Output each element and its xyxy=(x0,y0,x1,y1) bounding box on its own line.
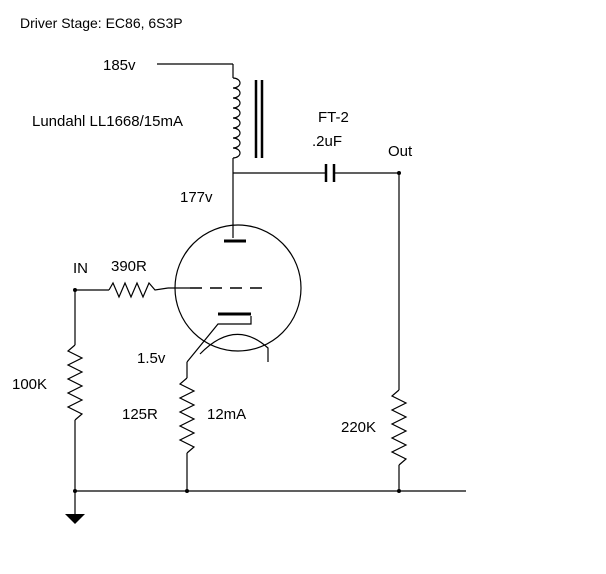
capacitor-value-label: .2uF xyxy=(312,133,342,150)
capacitor-type-label: FT-2 xyxy=(318,109,349,126)
ground-icon xyxy=(65,514,85,524)
input-label: IN xyxy=(73,260,88,277)
cathode-resistor xyxy=(178,377,196,454)
output-label: Out xyxy=(388,143,413,160)
transformer-coil xyxy=(232,77,241,159)
supply-voltage-label: 185v xyxy=(103,57,136,74)
gridleak-label: 100K xyxy=(12,376,47,393)
grid-resistor xyxy=(108,281,169,299)
output-resistor xyxy=(390,389,408,466)
plate-voltage-label: 177v xyxy=(180,189,213,206)
ground-node xyxy=(73,489,77,493)
grid-resistor-label: 390R xyxy=(111,258,147,275)
cathode-lead xyxy=(186,316,252,363)
cathode-resistor-label: 125R xyxy=(122,406,158,423)
cathode-voltage-label: 1.5v xyxy=(137,350,166,367)
output-resistor-label: 220K xyxy=(341,419,376,436)
gridleak-resistor xyxy=(66,344,84,421)
tube-heater xyxy=(199,333,269,362)
cathode-current-label: 12mA xyxy=(207,406,246,423)
transformer-label: Lundahl LL1668/15mA xyxy=(32,113,183,130)
diagram-title: Driver Stage: EC86, 6S3P xyxy=(20,15,183,31)
